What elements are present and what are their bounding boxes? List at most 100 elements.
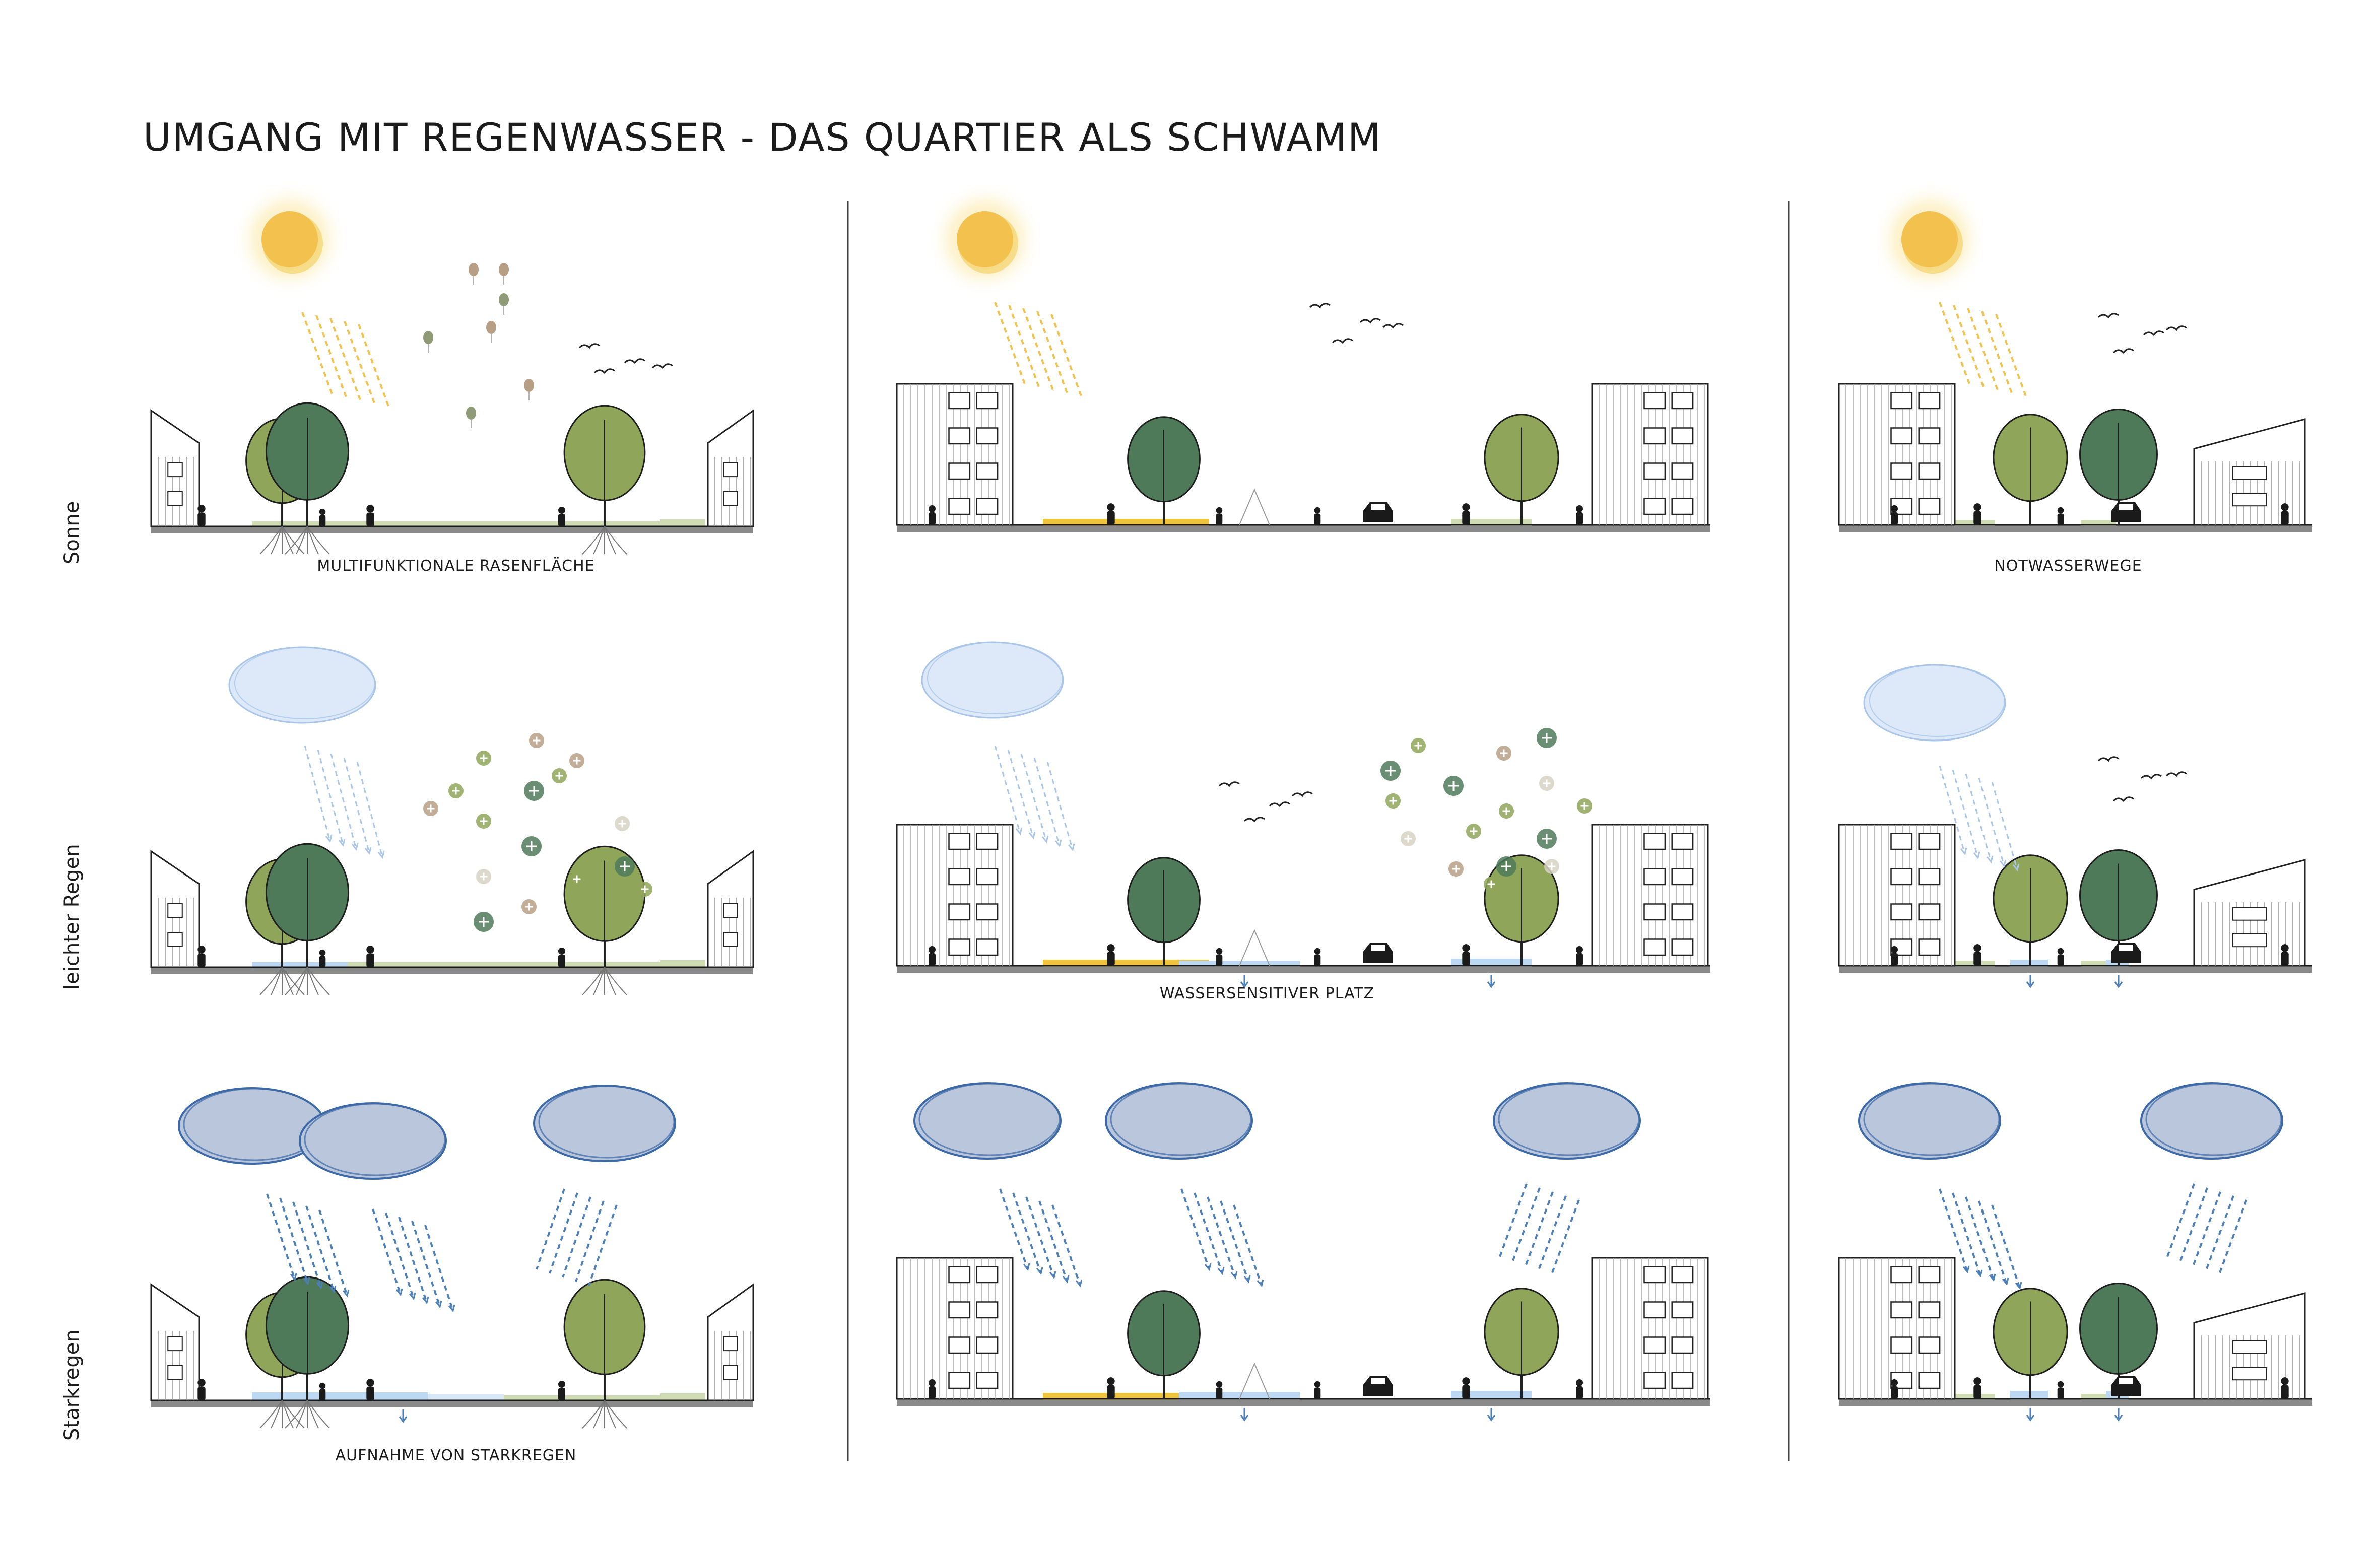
plus-icon: [1385, 793, 1401, 809]
building-icon: [1592, 1258, 1708, 1399]
building-icon: [708, 851, 753, 967]
building-icon: [151, 851, 199, 967]
person-icon: [929, 505, 936, 525]
plus-icon: [1466, 824, 1481, 839]
plus-icon: [474, 912, 494, 932]
bird-icon: [2144, 331, 2164, 335]
bird-icon: [1333, 339, 1353, 343]
tree-icon: [1994, 1289, 2067, 1399]
infiltration-arrow-icon: [1241, 1408, 1248, 1420]
building-icon: [897, 825, 1013, 966]
plus-icon: [476, 814, 491, 829]
person-icon: [2058, 1381, 2064, 1399]
person-icon: [2281, 503, 2288, 525]
person-icon: [558, 948, 565, 967]
tree-icon: [1128, 417, 1200, 525]
rain-arrow-icon: [1499, 1184, 1579, 1275]
infiltration-arrow-icon: [1241, 975, 1248, 987]
person-icon: [319, 509, 326, 526]
building-icon: [1839, 825, 1955, 966]
ground-line: [897, 1391, 1710, 1406]
balloon-icon: [469, 263, 479, 285]
person-icon: [929, 946, 936, 966]
plus-icon: [476, 869, 491, 884]
plus-icon: [448, 783, 464, 798]
plus-icon: [1401, 831, 1416, 846]
bird-icon: [2113, 797, 2134, 801]
balloon-icon: [499, 293, 509, 315]
plus-icon: [1499, 803, 1514, 819]
person-icon: [197, 505, 205, 526]
plus-icon: [1544, 859, 1559, 874]
person-icon: [1314, 507, 1321, 525]
plus-icon: [1577, 798, 1592, 814]
sun-icon: [1872, 181, 1988, 297]
person-icon: [1891, 946, 1898, 966]
bird-icon: [1310, 304, 1330, 307]
tent-icon: [1239, 490, 1270, 525]
sun-icon: [232, 181, 348, 297]
tree-icon: [1994, 415, 2067, 525]
person-icon: [1462, 503, 1470, 525]
bird-icon: [652, 364, 673, 368]
person-icon: [1107, 1377, 1114, 1399]
bird-icon: [1270, 802, 1290, 806]
infiltration-arrow-icon: [2115, 975, 2122, 987]
rain-arrow-icon: [305, 746, 384, 857]
car-icon: [1363, 1376, 1393, 1396]
sun-rays: [302, 312, 389, 408]
sun-icon: [927, 181, 1043, 297]
bird-icon: [1383, 324, 1403, 327]
building-icon: [151, 1285, 199, 1400]
cloud-icon: [229, 647, 375, 723]
building-icon: [1592, 384, 1708, 525]
plus-icon: [521, 899, 537, 914]
person-icon: [558, 1381, 565, 1400]
plus-icon: [552, 768, 567, 783]
person-icon: [1462, 944, 1470, 966]
building-icon: [2194, 860, 2305, 966]
infiltration-arrow-icon: [2027, 975, 2034, 987]
bird-icon: [579, 344, 600, 348]
ground-line: [897, 519, 1710, 532]
person-icon: [1216, 948, 1223, 966]
bird-icon: [1360, 319, 1380, 322]
ground-line: [897, 959, 1710, 973]
building-icon: [151, 411, 199, 526]
person-icon: [319, 950, 326, 967]
ground-line: [151, 960, 753, 974]
ground-line: [151, 1392, 753, 1407]
car-icon: [2111, 502, 2141, 522]
tree-icon: [1128, 858, 1200, 966]
person-icon: [1576, 505, 1583, 525]
person-icon: [366, 505, 374, 526]
tree-icon: [1485, 1289, 1558, 1399]
building-icon: [708, 1285, 753, 1400]
car-icon: [2111, 943, 2141, 963]
tree-icon: [1128, 1291, 1200, 1399]
balloon-icon: [524, 379, 534, 400]
bird-icon: [2166, 326, 2187, 330]
bird-icon: [594, 369, 615, 373]
plus-icon: [615, 856, 635, 877]
person-icon: [1314, 1381, 1321, 1399]
cloud-icon: [1859, 1083, 2000, 1159]
plus-icon: [569, 871, 584, 887]
person-icon: [2281, 944, 2288, 966]
plus-icon: [1448, 861, 1464, 877]
balloon-icon: [466, 407, 476, 428]
cloud-icon: [300, 1103, 446, 1179]
person-icon: [2281, 1377, 2288, 1399]
car-icon: [1363, 943, 1393, 963]
ground-line: [151, 519, 753, 533]
bird-icon: [1219, 782, 1239, 786]
plus-icon: [1443, 776, 1464, 796]
person-icon: [197, 946, 205, 967]
person-icon: [1576, 1379, 1583, 1399]
person-icon: [2058, 948, 2064, 966]
bird-icon: [1292, 792, 1312, 796]
person-icon: [1973, 503, 1981, 525]
bird-icon: [2166, 772, 2187, 776]
rain-arrow-icon: [1181, 1189, 1263, 1286]
